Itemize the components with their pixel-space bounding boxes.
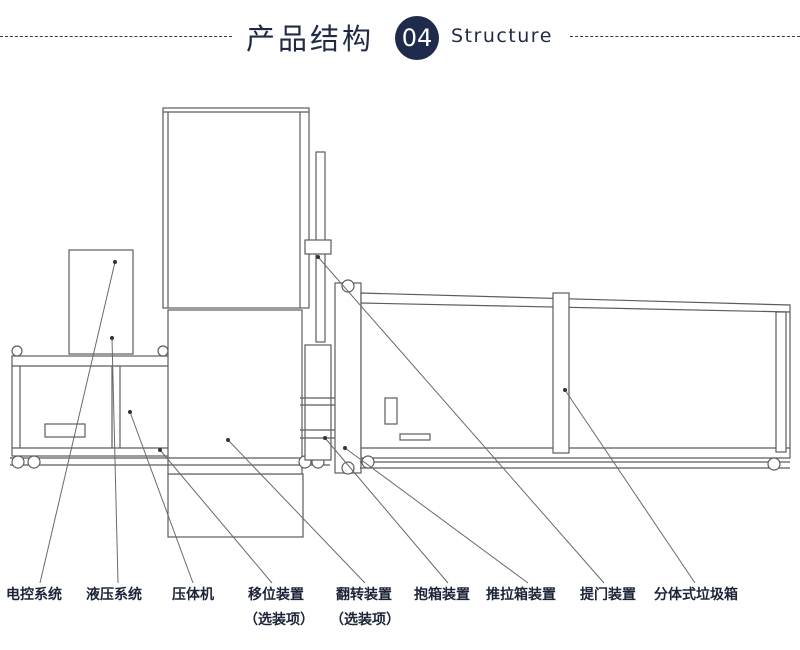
label-door-lift-device: 提门装置 <box>580 587 636 603</box>
label-hydraulic-system: 液压系统 <box>86 587 142 603</box>
label-compactor: 压体机 <box>172 587 214 603</box>
label-flip-device-optional: （选装项） <box>330 612 400 628</box>
section-header: 产品结构 04 Structure <box>0 0 800 70</box>
hydraulic-base <box>11 355 173 457</box>
compactor-column <box>162 107 310 309</box>
label-electric-control: 电控系统 <box>6 587 62 603</box>
label-shift-device: 移位装置 <box>248 587 304 603</box>
header-dashed-line-right <box>570 36 800 37</box>
label-clamp-device: 抱箱装置 <box>414 587 470 603</box>
compactor-hopper <box>167 473 304 538</box>
header-dashed-line-left <box>0 36 232 37</box>
section-number-badge: 04 <box>395 16 439 60</box>
label-flip-device: 翻转装置 <box>336 587 392 603</box>
bin-front-door <box>334 282 362 474</box>
section-title: 产品结构 <box>246 22 375 56</box>
split-garbage-bin <box>360 292 791 459</box>
label-shift-device-optional: （选装项） <box>244 612 314 628</box>
electric-control-cabinet <box>68 249 134 355</box>
label-push-pull-device: 推拉箱装置 <box>486 587 556 603</box>
compactor-body <box>167 309 303 475</box>
label-split-garbage-bin: 分体式垃圾箱 <box>654 587 738 603</box>
section-title-english: Structure <box>451 25 553 47</box>
flip-frame <box>304 344 332 461</box>
